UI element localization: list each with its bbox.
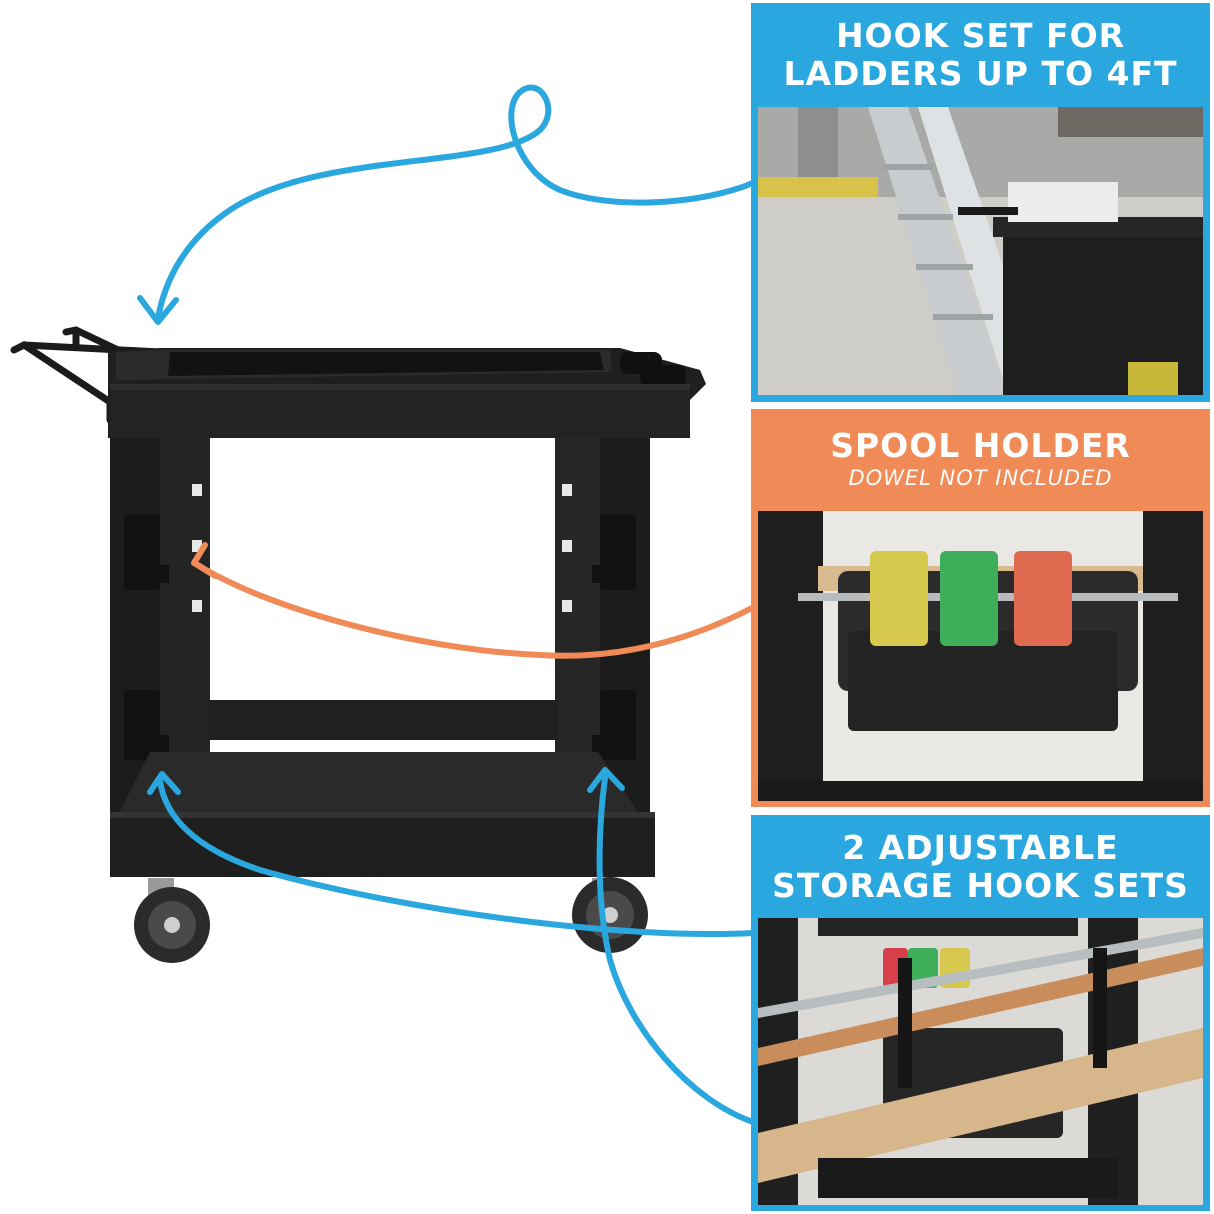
spool-holder-photo: [758, 511, 1203, 801]
ladder-hook-photo: [758, 107, 1203, 395]
storage-panel-title-line1: 2 ADJUSTABLE: [842, 828, 1119, 867]
ladder-panel-header: HOOK SET FOR LADDERS UP TO 4FT: [751, 17, 1210, 93]
ladder-hook-panel: HOOK SET FOR LADDERS UP TO 4FT: [751, 3, 1210, 402]
storage-panel-title-line2: STORAGE HOOK SETS: [772, 866, 1189, 905]
caster-wheel-icon: [572, 877, 648, 953]
spool-panel-header: SPOOL HOLDER DOWEL NOT INCLUDED: [751, 427, 1210, 491]
storage-panel-header: 2 ADJUSTABLE STORAGE HOOK SETS: [751, 829, 1210, 905]
ladder-panel-title-line2: LADDERS UP TO 4FT: [783, 54, 1178, 93]
storage-hook-panel: 2 ADJUSTABLE STORAGE HOOK SETS: [751, 815, 1210, 1211]
lower-shelf-back: [208, 700, 558, 740]
caster-wheel-icon: [134, 878, 210, 963]
spool-panel-subtitle: DOWEL NOT INCLUDED: [848, 466, 1113, 490]
storage-hook-photo: [758, 918, 1203, 1205]
storage-hook-set: [124, 690, 636, 760]
spool-holder-panel: SPOOL HOLDER DOWEL NOT INCLUDED: [751, 409, 1210, 807]
ladder-panel-title-line1: HOOK SET FOR: [835, 16, 1126, 55]
spool-panel-title: SPOOL HOLDER: [830, 426, 1131, 465]
bottom-shelf: [110, 752, 655, 877]
top-shelf: [108, 348, 706, 438]
utility-cart-illustration: [10, 326, 706, 963]
